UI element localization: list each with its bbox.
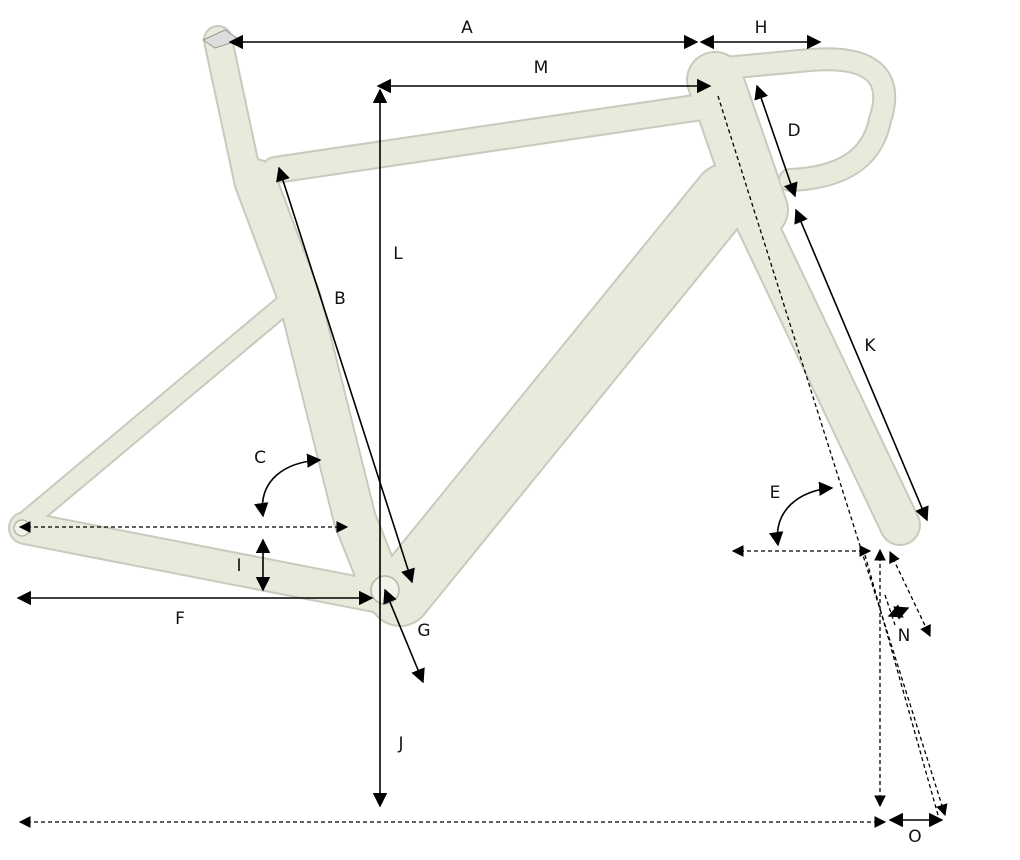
label-f: F [175, 609, 185, 629]
label-a: A [461, 18, 473, 38]
label-c: C [254, 448, 266, 468]
label-n: N [898, 626, 911, 646]
label-j: J [397, 734, 403, 754]
label-b: B [334, 289, 346, 309]
label-k: K [864, 336, 876, 356]
dimension-labels: A H M D L B K C E I F G N J O [175, 18, 922, 847]
label-h: H [755, 18, 768, 38]
label-m: M [534, 58, 549, 78]
rear-dropout [13, 519, 31, 537]
label-i: I [236, 556, 241, 576]
label-e: E [770, 483, 781, 503]
label-l: L [393, 244, 403, 264]
label-o: O [908, 827, 921, 847]
label-d: D [787, 121, 800, 141]
dimension-lines [16, 34, 948, 828]
label-g: G [417, 621, 430, 641]
